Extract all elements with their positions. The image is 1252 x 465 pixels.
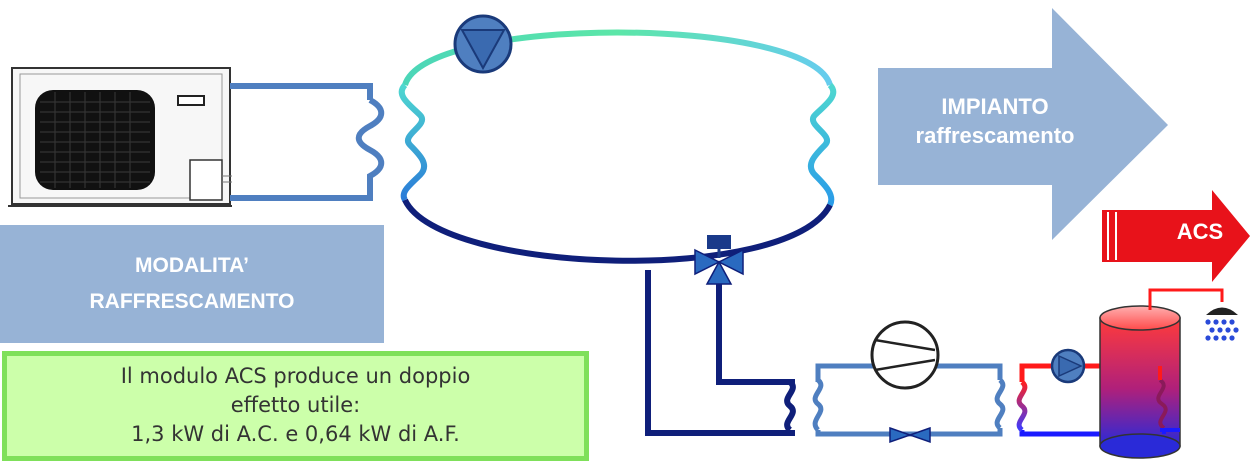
acs-module-pipes: [645, 270, 796, 436]
note-line3: 1,3 kW di A.C. e 0,64 kW di A.F.: [131, 422, 460, 446]
shower-icon: [1148, 288, 1239, 341]
note-box: Il modulo ACS produce un doppio effetto …: [2, 351, 589, 461]
circulation-pump-icon: [453, 14, 513, 74]
plant-arrow-line2: raffrescamento: [915, 123, 1075, 148]
mode-label-line1: MODALITA’: [135, 254, 249, 277]
dhw-pump-icon: [1050, 348, 1086, 384]
main-loop: [398, 29, 837, 264]
compressor-icon: [870, 320, 940, 390]
dhw-arrow-shape: [1102, 190, 1250, 282]
plant-arrow-line1: IMPIANTO: [941, 94, 1049, 119]
note-line2: effetto utile:: [230, 393, 361, 417]
plant-arrow-shape: [878, 8, 1168, 240]
mode-label-box: MODALITA’ RAFFRESCAMENTO: [0, 225, 384, 343]
mode-label-line2: RAFFRESCAMENTO: [89, 290, 295, 313]
three-way-valve-icon: [694, 235, 744, 285]
dhw-arrow-label: ACS: [1176, 219, 1224, 244]
plant-arrow-label: IMPIANTO raffrescamento: [880, 92, 1110, 150]
outdoor-unit-icon: [8, 67, 232, 207]
note-line1: Il modulo ACS produce un doppio: [120, 364, 471, 388]
source-pipes: [230, 83, 385, 201]
storage-tank-icon: [1099, 305, 1181, 459]
expansion-valve-icon: [889, 426, 931, 444]
